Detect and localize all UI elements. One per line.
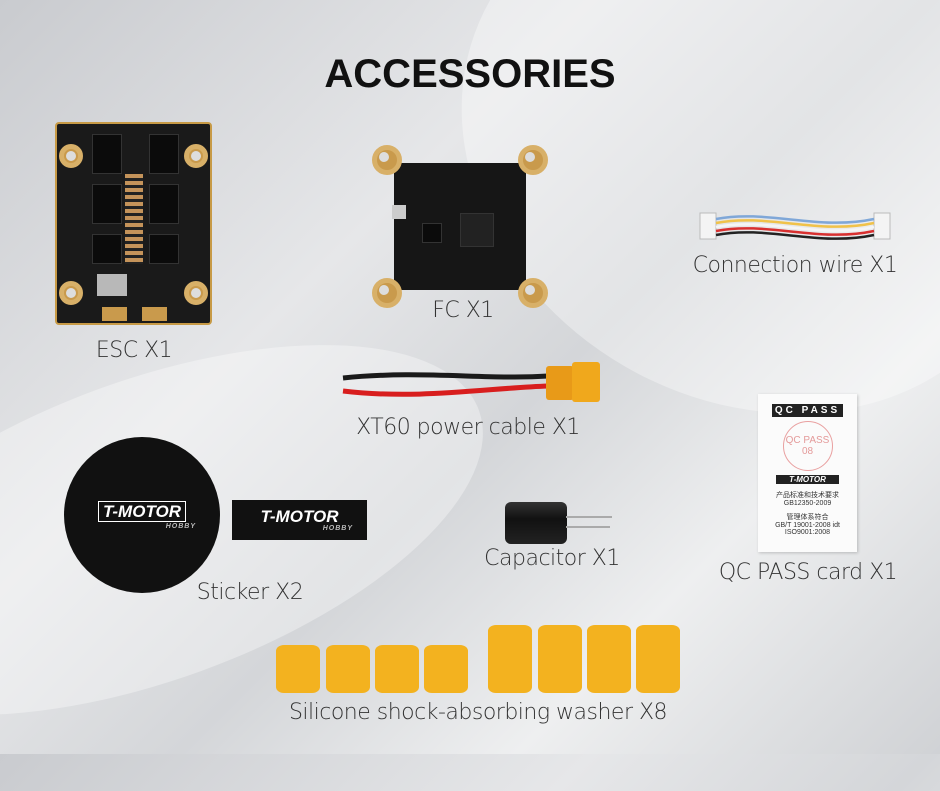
sticker-brand: T-MOTOR [260, 507, 339, 526]
qc-pass-card-image: QC PASS QC PASS 08 T-MOTOR 产品标准和技术要求 GB1… [758, 394, 857, 552]
sticker-sub: HOBBY [322, 525, 353, 532]
sticker-sub: HOBBY [165, 522, 196, 530]
fc-label: FC X1 [432, 298, 494, 323]
qc-text: 管理体系符合 [786, 514, 829, 521]
xt60-cable-image [342, 362, 600, 402]
qc-text: GB12350-2009 [783, 500, 832, 507]
qc-brand: T-MOTOR [776, 475, 839, 484]
qc-card-label: QC PASS card X1 [718, 560, 898, 585]
washer-label: Silicone shock-absorbing washer X8 [288, 700, 668, 725]
washer-large [538, 625, 582, 693]
page-title: ACCESSORIES [324, 52, 616, 96]
capacitor-lead [566, 516, 612, 518]
washer-small [326, 645, 370, 693]
washer-small [375, 645, 419, 693]
washer-large [636, 625, 680, 693]
esc-board-image [55, 122, 212, 325]
capacitor-label: Capacitor X1 [484, 546, 620, 571]
washer-large [587, 625, 631, 693]
qc-header: QC PASS [771, 404, 844, 417]
washer-large [488, 625, 532, 693]
sticker-brand: T-MOTOR [97, 500, 187, 522]
connection-wire-label: Connection wire X1 [692, 253, 898, 278]
round-sticker-image: T-MOTOR HOBBY [64, 437, 220, 593]
qc-text: ISO9001:2008 [784, 529, 831, 536]
capacitor-image [505, 502, 567, 544]
washer-small [276, 645, 320, 693]
capacitor-lead [566, 526, 610, 528]
washer-small [424, 645, 468, 693]
qc-text: 产品标准和技术要求 [776, 492, 839, 499]
flight-controller-image [372, 145, 548, 308]
connection-wire-image [699, 212, 891, 240]
xt60-cable-label: XT60 power cable X1 [356, 415, 580, 440]
qc-stamp: QC PASS 08 [782, 421, 833, 471]
sticker-label: Sticker X2 [196, 580, 304, 605]
qc-text: GB/T 19001-2008 idt [775, 522, 840, 529]
esc-label: ESC X1 [95, 338, 173, 363]
rect-sticker-image: T-MOTOR HOBBY [232, 500, 367, 540]
